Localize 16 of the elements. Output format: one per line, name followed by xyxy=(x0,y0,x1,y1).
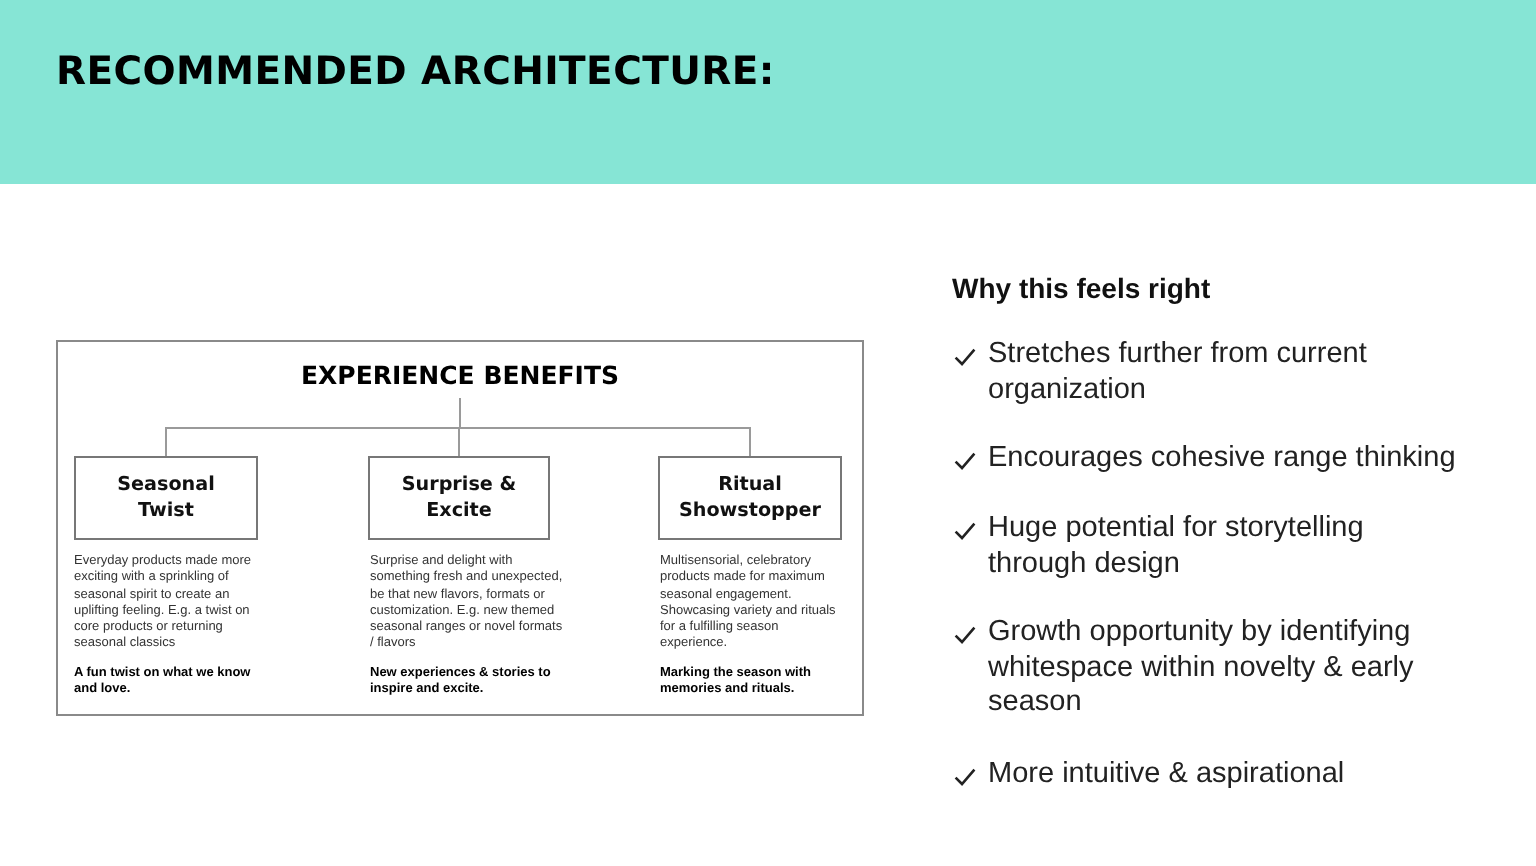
section-heading: EXPERIENCE BENEFITS xyxy=(202,360,718,392)
diagram-frame xyxy=(56,340,864,716)
list-item-text: Huge potential for storytelling through design xyxy=(988,512,1366,582)
list-item-text: More intuitive & aspirational xyxy=(988,758,1347,793)
page-title: RECOMMENDED ARCHITECTURE: xyxy=(56,48,775,96)
connector-line xyxy=(459,397,751,457)
category-box xyxy=(658,456,842,540)
category-title: Seasonal Twist xyxy=(115,472,217,524)
category-box xyxy=(368,456,550,540)
list-item-text: Stretches further from current organization xyxy=(988,338,1369,408)
list-item-text: Encourages cohesive range thinking xyxy=(988,442,1458,477)
category-box xyxy=(74,456,258,540)
category-title: Surprise & Excite xyxy=(399,472,519,524)
list-item-text: Growth opportunity by identifying whitespace within novelty & early season xyxy=(988,616,1416,721)
list-heading: Why this feels right xyxy=(952,272,1211,304)
category-title: Ritual Showstopper xyxy=(676,472,824,524)
